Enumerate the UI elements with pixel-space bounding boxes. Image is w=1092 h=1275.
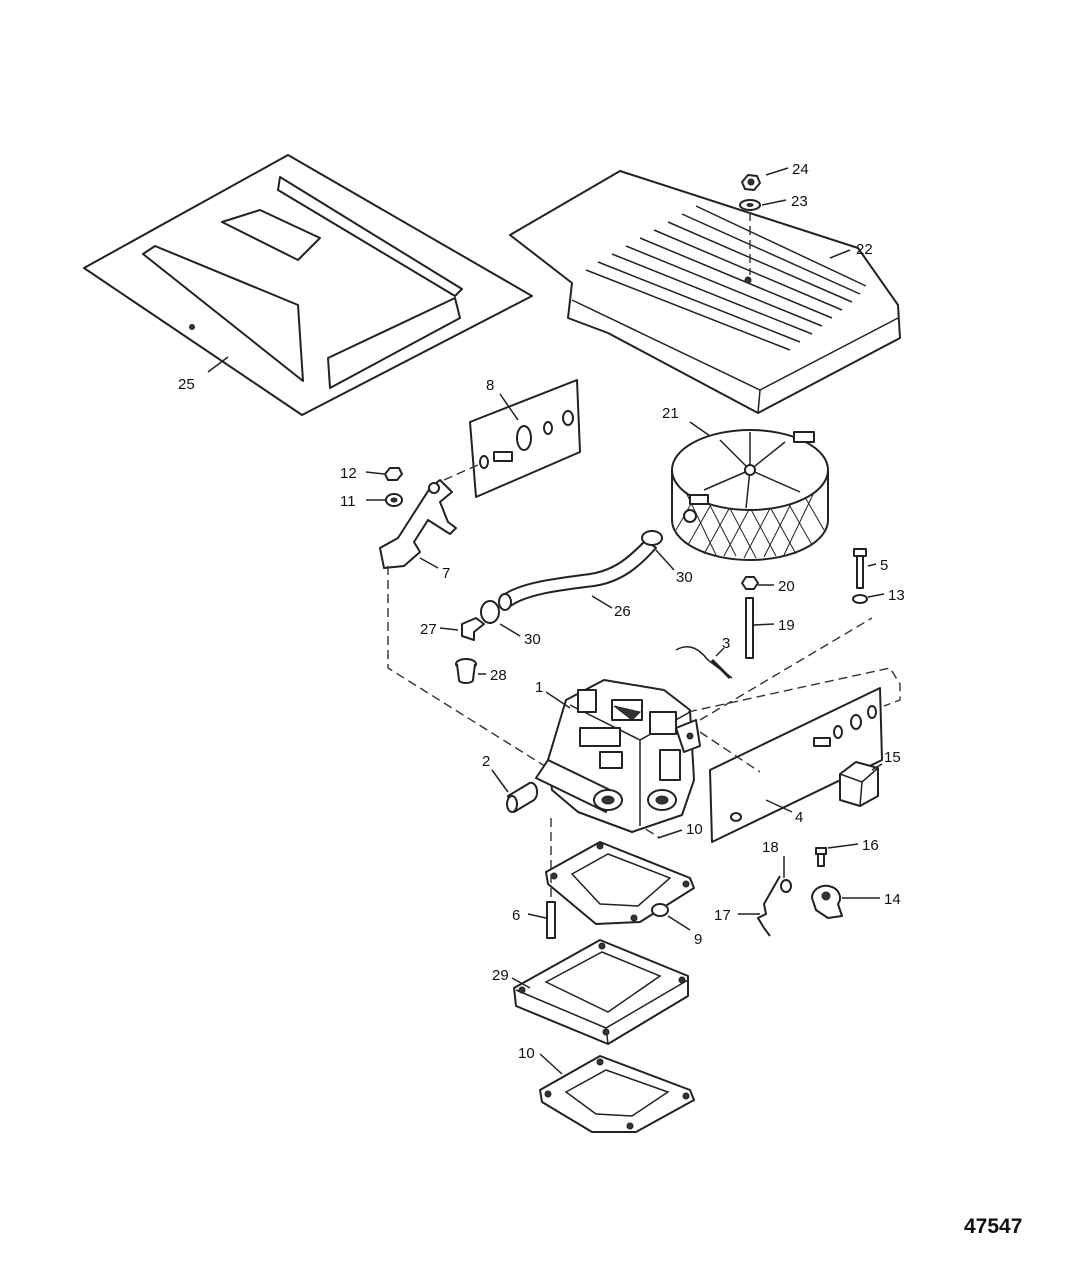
screw-part-16 bbox=[815, 847, 827, 867]
hose-part-26 bbox=[498, 539, 657, 611]
washer-part-23 bbox=[739, 199, 761, 211]
callout-28: 28 bbox=[490, 667, 507, 684]
callout-7: 7 bbox=[442, 565, 450, 582]
callout-30-upper: 30 bbox=[676, 569, 693, 586]
callout-9: 9 bbox=[694, 931, 702, 948]
flame-arrestor-part-21 bbox=[671, 429, 829, 561]
spacer-part-29 bbox=[513, 939, 689, 1045]
figure-number: 47547 bbox=[964, 1215, 1022, 1238]
callout-11: 11 bbox=[340, 493, 356, 510]
callout-24: 24 bbox=[792, 161, 809, 178]
shroud-part-22 bbox=[509, 170, 901, 414]
callout-10-upper: 10 bbox=[686, 821, 703, 838]
gasket-kit-part-8 bbox=[469, 379, 581, 498]
callout-17: 17 bbox=[714, 907, 731, 924]
switch-part-15 bbox=[839, 761, 879, 807]
callout-30-lower: 30 bbox=[524, 631, 541, 648]
nut-part-20 bbox=[741, 576, 759, 590]
hose-clamp-part-30-lower bbox=[480, 600, 500, 624]
callout-25: 25 bbox=[178, 376, 195, 393]
fitting-part-2 bbox=[506, 781, 539, 813]
nut-part-12 bbox=[384, 467, 403, 481]
callout-4: 4 bbox=[795, 809, 803, 826]
leader-lines bbox=[207, 167, 885, 1075]
spring-part-3 bbox=[675, 646, 733, 680]
plug-part-28 bbox=[455, 658, 477, 684]
callout-22: 22 bbox=[856, 241, 873, 258]
nut-part-24 bbox=[741, 174, 761, 191]
stud-part-6 bbox=[546, 901, 556, 939]
callout-3: 3 bbox=[722, 635, 730, 652]
carburetor-part-1 bbox=[535, 679, 701, 833]
throttle-cam-part-14 bbox=[810, 884, 843, 919]
callout-8: 8 bbox=[486, 377, 494, 394]
callout-18-label: 18 bbox=[762, 839, 779, 856]
gasket-part-10-lower bbox=[539, 1055, 695, 1133]
bracket-part-7 bbox=[379, 479, 457, 569]
callout-14: 14 bbox=[884, 891, 901, 908]
washer-part-18 bbox=[780, 879, 792, 893]
callout-5: 5 bbox=[880, 557, 888, 574]
callout-13: 13 bbox=[888, 587, 905, 604]
callout-23: 23 bbox=[791, 193, 808, 210]
callout-labels: 25 24 23 22 21 8 12 11 7 30 5 13 20 19 2… bbox=[178, 161, 905, 1062]
rod-part-17 bbox=[756, 875, 781, 937]
callout-26: 26 bbox=[614, 603, 631, 620]
washer-part-13 bbox=[852, 594, 868, 604]
cover-plate-part-25 bbox=[83, 154, 533, 416]
callout-10-lower: 10 bbox=[518, 1045, 535, 1062]
stud-part-19 bbox=[745, 597, 754, 659]
callout-6: 6 bbox=[512, 907, 520, 924]
callout-29-label: 29 bbox=[492, 967, 509, 984]
bolt-part-5 bbox=[853, 548, 867, 589]
elbow-fitting-part-27 bbox=[461, 617, 485, 641]
callout-12: 12 bbox=[340, 465, 357, 482]
gasket-part-10-upper bbox=[545, 841, 695, 925]
callout-1: 1 bbox=[535, 679, 543, 696]
callout-27: 27 bbox=[420, 621, 437, 638]
callout-20: 20 bbox=[778, 578, 795, 595]
plug-part-9 bbox=[651, 903, 669, 917]
gasket-kit-part-4 bbox=[709, 687, 883, 843]
callout-21: 21 bbox=[662, 405, 679, 422]
callout-2: 2 bbox=[482, 753, 490, 770]
callout-16: 16 bbox=[862, 837, 879, 854]
hose-clamp-part-30-upper bbox=[641, 530, 663, 546]
washer-part-11 bbox=[385, 493, 403, 507]
callout-15: 15 bbox=[884, 749, 901, 766]
callout-19: 19 bbox=[778, 617, 795, 634]
